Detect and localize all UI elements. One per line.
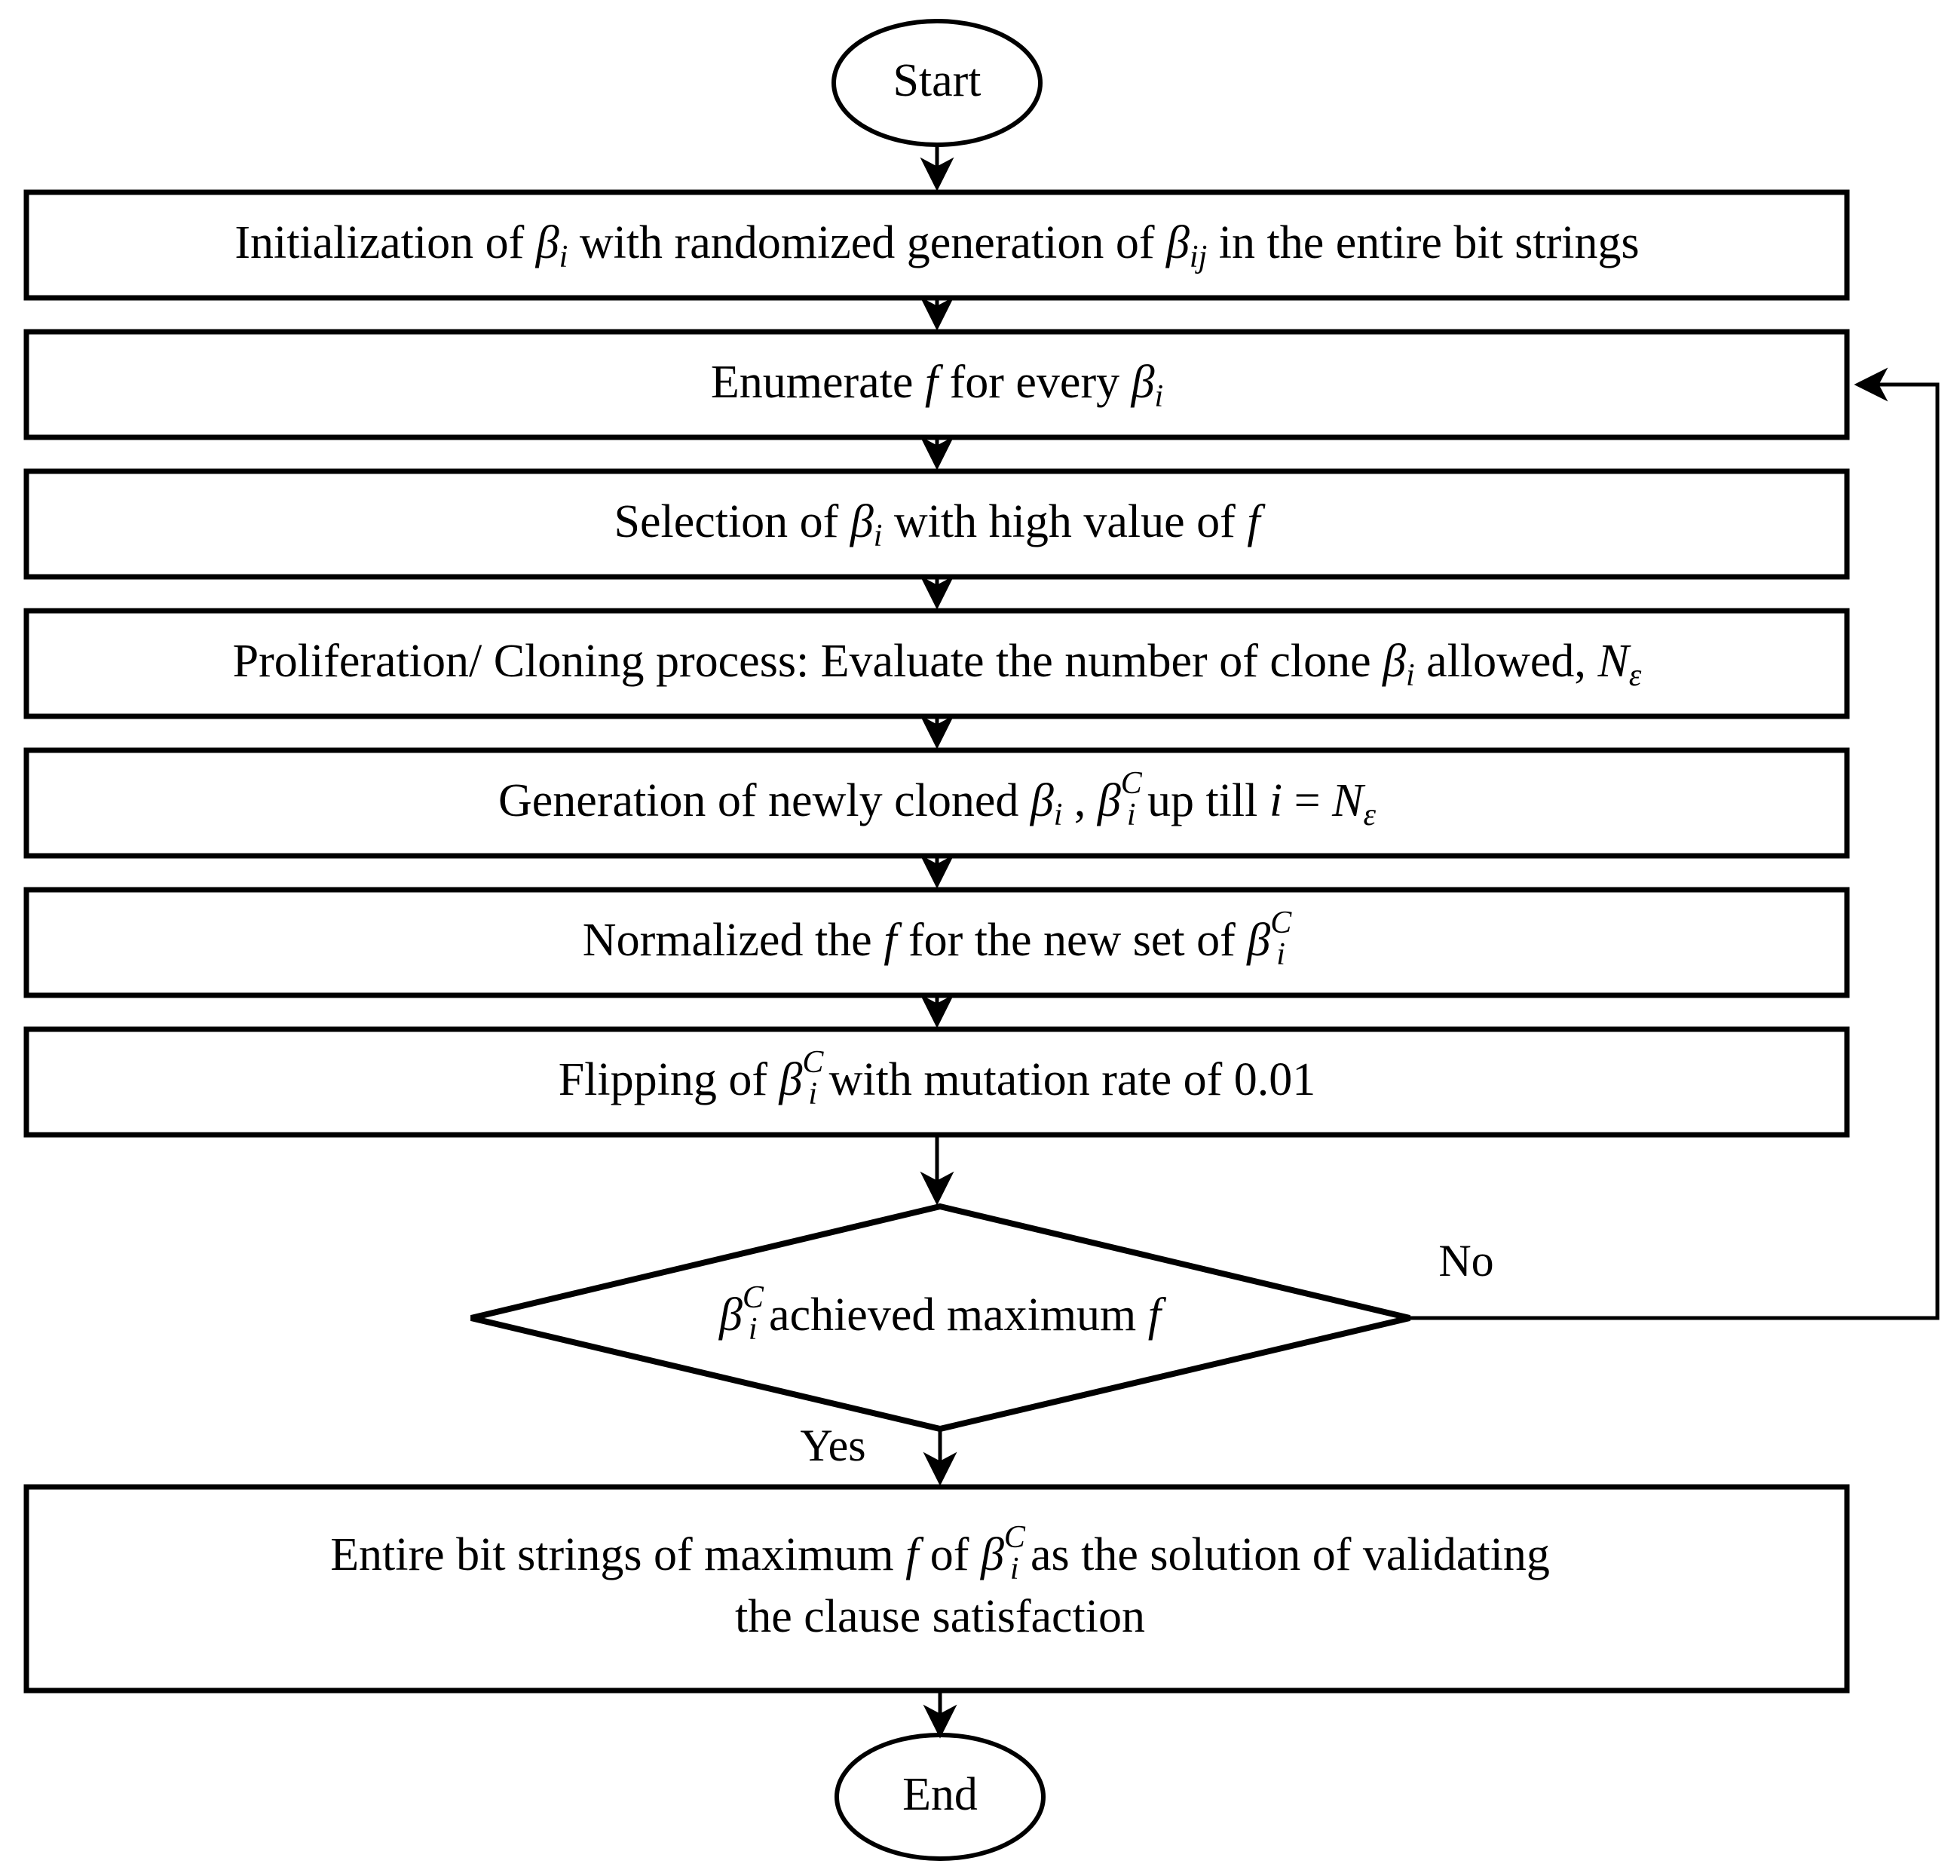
selection-label: Selection of βi with high value of f <box>614 496 1266 553</box>
node-selection: Selection of βi with high value of f <box>23 468 1850 580</box>
proliferation-label: Proliferation/ Cloning process: Evaluate… <box>233 636 1642 692</box>
edge-decision-no-loop: No <box>1410 367 1940 1320</box>
node-proliferation: Proliferation/ Cloning process: Evaluate… <box>23 608 1850 719</box>
edge-label-no: No <box>1438 1236 1493 1286</box>
no-loop-path <box>1410 367 1940 1320</box>
initialization-label: Initialization of βi with randomized gen… <box>234 217 1639 274</box>
end-ellipse-shape <box>835 1733 1046 1861</box>
node-end: End <box>835 1733 1046 1861</box>
enumerate-label: Enumerate f for every βi <box>711 357 1163 413</box>
solution-box-shape <box>23 1484 1850 1694</box>
node-start: Start <box>831 19 1043 147</box>
solution-label-line2: the clause satisfaction <box>735 1591 1145 1642</box>
edge-label-yes: Yes <box>800 1421 865 1470</box>
edge-decision-yes: Yes <box>800 1421 957 1486</box>
node-enumerate: Enumerate f for every βi <box>23 329 1850 440</box>
mutation-rate-value: 0.01 <box>1234 1054 1316 1105</box>
end-label: End <box>902 1769 978 1820</box>
start-label: Start <box>893 55 981 106</box>
node-initialization: Initialization of βi with randomized gen… <box>23 189 1850 301</box>
